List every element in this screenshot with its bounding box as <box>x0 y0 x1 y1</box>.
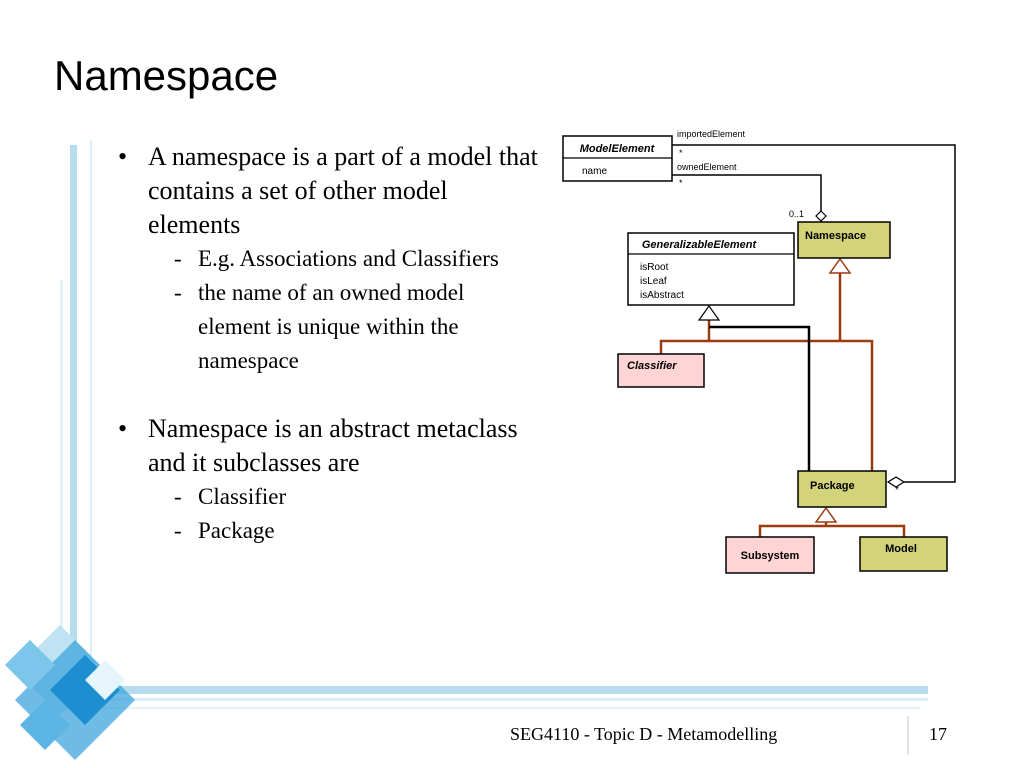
model-name: Model <box>885 543 917 555</box>
generalizable-attr-isroot: isRoot <box>640 262 669 273</box>
bullet-2-sub-2: Package <box>118 514 538 548</box>
bullet-1-sub-2: the name of an owned model element is un… <box>118 276 538 378</box>
namespace-multiplicity: 0..1 <box>789 209 804 219</box>
bullet-list: A namespace is a part of a model that co… <box>118 140 538 548</box>
decor-bottom-bar-2 <box>60 698 928 701</box>
classifier-to-package-link <box>709 325 811 471</box>
page-number: 17 <box>929 724 947 744</box>
decor-bottom-bar-3 <box>100 707 920 709</box>
bullet-2: Namespace is an abstract metaclass and i… <box>118 412 538 480</box>
owned-multiplicity: * <box>679 178 683 188</box>
decor-bottom-bar-1 <box>60 686 928 694</box>
association-lines <box>672 144 956 483</box>
footer-text: SEG4110 - Topic D - Metamodelling <box>510 724 778 744</box>
bullet-1-sub-1: E.g. Associations and Classifiers <box>118 242 538 276</box>
class-model-element: ModelElement name <box>562 135 673 182</box>
owned-element-association <box>672 174 822 211</box>
namespace-name: Namespace <box>805 230 866 242</box>
class-namespace: Namespace <box>797 221 891 259</box>
classifier-name: Classifier <box>627 360 677 372</box>
gen-branch-classifier-package <box>659 339 874 471</box>
class-subsystem: Subsystem <box>725 536 815 574</box>
generalizable-element-name: GeneralizableElement <box>642 239 758 251</box>
generalizable-triangle <box>697 304 721 321</box>
decor-left-bar-3 <box>60 280 63 700</box>
bullet-2-sub-1: Classifier <box>118 480 538 514</box>
class-model: Model <box>859 536 948 572</box>
generalizable-attr-isleaf: isLeaf <box>640 276 667 287</box>
decor-left-bar-2 <box>90 140 92 700</box>
decor-left-bar-1 <box>70 145 77 700</box>
imported-multiplicity: * <box>679 148 683 158</box>
package-triangle <box>814 506 838 523</box>
imported-element-label: importedElement <box>677 129 746 139</box>
class-generalizable-element: GeneralizableElement isRoot isLeaf isAbs… <box>627 232 795 306</box>
slide-title: Namespace <box>54 52 279 99</box>
class-package: Package <box>797 470 887 508</box>
package-aggregation-diamond <box>886 476 906 488</box>
generalization-lines <box>659 273 906 537</box>
subsystem-name: Subsystem <box>741 550 800 562</box>
model-element-attr-name: name <box>582 166 607 177</box>
decor-tile-mosaic <box>5 625 135 760</box>
package-name: Package <box>810 480 855 492</box>
gen-branch-subsystem-model <box>758 524 906 537</box>
model-element-name: ModelElement <box>580 143 656 155</box>
namespace-triangle <box>828 257 852 274</box>
bullet-1: A namespace is a part of a model that co… <box>118 140 538 242</box>
owned-element-label: ownedElement <box>677 162 737 172</box>
class-classifier: Classifier <box>617 353 705 388</box>
namespace-aggregation-diamond <box>815 210 827 222</box>
generalizable-attr-isabstract: isAbstract <box>640 290 684 301</box>
imported-element-association <box>672 144 956 483</box>
package-multiplicity: * <box>895 485 899 496</box>
